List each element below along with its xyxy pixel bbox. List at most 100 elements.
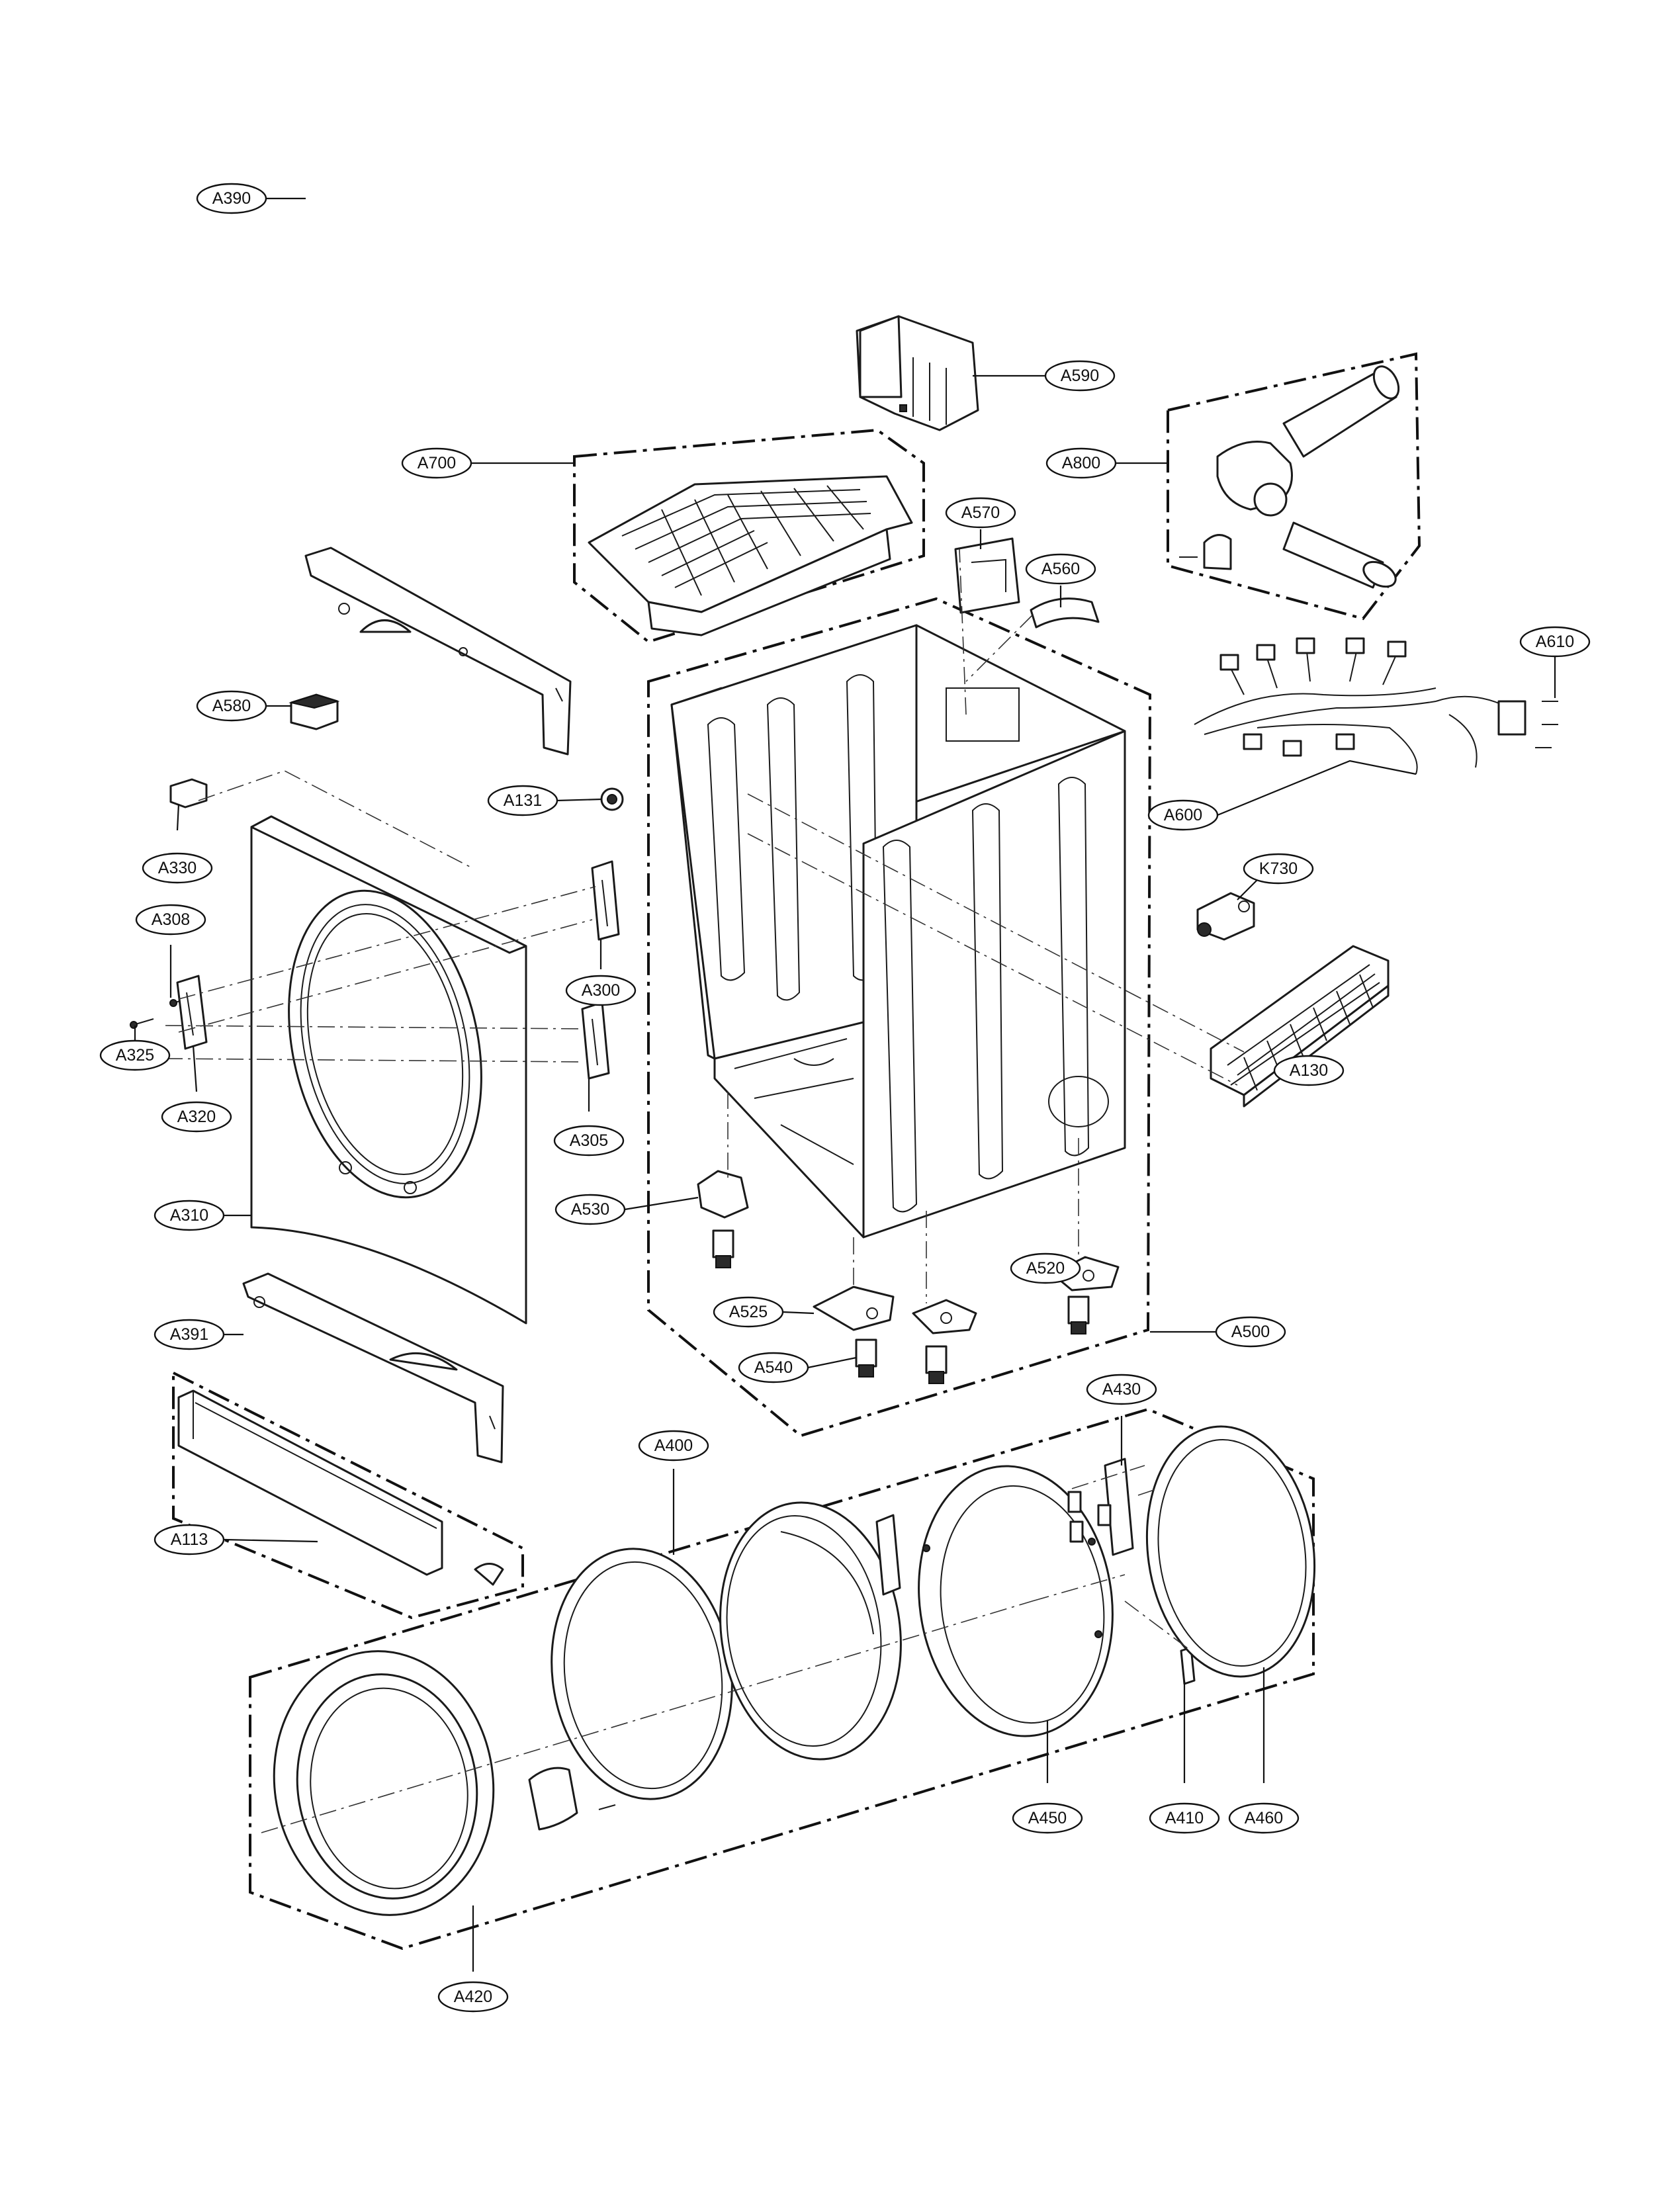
callout-a520: A520 bbox=[1010, 1252, 1081, 1284]
callout-oval bbox=[738, 1352, 809, 1383]
callout-oval bbox=[99, 1039, 171, 1071]
callout-label: A590 bbox=[1061, 367, 1099, 385]
callout-oval bbox=[1243, 853, 1314, 885]
callout-oval bbox=[945, 497, 1016, 529]
callout-label: A390 bbox=[212, 189, 251, 208]
a305-part bbox=[581, 1001, 610, 1080]
callout-a540: A540 bbox=[738, 1352, 809, 1383]
a525-part bbox=[813, 1286, 895, 1331]
callout-a420: A420 bbox=[437, 1981, 509, 2013]
callout-label: A330 bbox=[158, 859, 197, 877]
callout-label: A700 bbox=[418, 454, 456, 472]
a540-parts bbox=[855, 1299, 977, 1384]
callout-label: A540 bbox=[754, 1358, 793, 1377]
callout-a410: A410 bbox=[1149, 1802, 1220, 1834]
callout-a800: A800 bbox=[1045, 447, 1117, 479]
callout-label: K730 bbox=[1259, 859, 1298, 878]
callout-a560: A560 bbox=[1025, 553, 1096, 585]
callout-label: A410 bbox=[1165, 1809, 1204, 1827]
a330-part bbox=[169, 778, 208, 809]
callout-oval bbox=[1012, 1802, 1083, 1834]
leader-lines bbox=[134, 197, 1556, 1972]
callout-a400: A400 bbox=[638, 1430, 709, 1462]
callout-label: A308 bbox=[152, 910, 190, 929]
a325-screw bbox=[130, 1018, 154, 1029]
callout-oval bbox=[1519, 626, 1591, 658]
callout-oval bbox=[437, 1981, 509, 2013]
callout-label: A520 bbox=[1026, 1259, 1065, 1278]
k730-part bbox=[1196, 892, 1255, 941]
a500-part bbox=[670, 624, 1126, 1239]
callout-a450: A450 bbox=[1012, 1802, 1083, 1834]
callout-label: A320 bbox=[177, 1108, 216, 1126]
callout-oval bbox=[713, 1296, 784, 1328]
a530-part bbox=[697, 1170, 749, 1268]
a700-part bbox=[588, 475, 913, 636]
callout-oval bbox=[1228, 1802, 1300, 1834]
callout-a590: A590 bbox=[1044, 360, 1116, 392]
a300-part bbox=[591, 860, 620, 941]
callout-label: A570 bbox=[961, 503, 1000, 522]
callout-a113: A113 bbox=[154, 1524, 225, 1555]
callout-oval bbox=[142, 852, 213, 884]
callout-a570: A570 bbox=[945, 497, 1016, 529]
a560-part bbox=[1030, 597, 1100, 629]
a390-part bbox=[304, 547, 572, 756]
callout-label: A600 bbox=[1164, 806, 1202, 824]
callout-a610: A610 bbox=[1519, 626, 1591, 658]
callout-oval bbox=[1086, 1374, 1157, 1405]
a570-part bbox=[954, 537, 1020, 614]
callout-label: A310 bbox=[170, 1206, 208, 1225]
callout-label: A530 bbox=[571, 1200, 609, 1219]
callout-label: A400 bbox=[654, 1436, 693, 1455]
callout-label: A430 bbox=[1102, 1380, 1141, 1399]
callout-a330: A330 bbox=[142, 852, 213, 884]
a590-part bbox=[856, 315, 979, 431]
callout-label: A580 bbox=[212, 697, 251, 715]
callout-label: A500 bbox=[1231, 1323, 1270, 1341]
callout-label: A525 bbox=[729, 1303, 768, 1321]
a600-part bbox=[1194, 637, 1558, 775]
callout-oval bbox=[135, 904, 206, 936]
callout-label: A391 bbox=[170, 1325, 208, 1344]
callout-oval bbox=[1147, 799, 1219, 831]
callout-oval bbox=[638, 1430, 709, 1462]
callout-oval bbox=[161, 1101, 232, 1133]
a113-part bbox=[177, 1389, 504, 1586]
callout-a430: A430 bbox=[1086, 1374, 1157, 1405]
callout-oval bbox=[487, 785, 558, 816]
a400-part bbox=[273, 1425, 1316, 1916]
callout-oval bbox=[196, 690, 267, 722]
callout-oval bbox=[154, 1319, 225, 1350]
callout-a320: A320 bbox=[161, 1101, 232, 1133]
callout-oval bbox=[1149, 1802, 1220, 1834]
callout-label: A460 bbox=[1245, 1809, 1283, 1827]
callout-a700: A700 bbox=[401, 447, 472, 479]
callout-a308: A308 bbox=[135, 904, 206, 936]
callout-a500: A500 bbox=[1215, 1316, 1286, 1348]
callout-label: A560 bbox=[1041, 560, 1080, 578]
callout-label: A300 bbox=[582, 981, 620, 1000]
group-boundary-a400 bbox=[249, 1407, 1315, 1950]
callout-a300: A300 bbox=[565, 975, 637, 1006]
callout-label: A325 bbox=[116, 1046, 154, 1065]
callout-label: A130 bbox=[1290, 1061, 1328, 1080]
a391-part bbox=[242, 1272, 504, 1464]
callout-oval bbox=[154, 1524, 225, 1555]
callout-oval bbox=[401, 447, 472, 479]
group-boundary-a700 bbox=[573, 428, 925, 644]
callout-a130: A130 bbox=[1273, 1055, 1345, 1086]
a131-part bbox=[600, 787, 624, 811]
callout-oval bbox=[1044, 360, 1116, 392]
group-boundary-a113 bbox=[172, 1370, 524, 1620]
callout-oval bbox=[1025, 553, 1096, 585]
callout-label: A113 bbox=[171, 1530, 208, 1549]
a580-part bbox=[288, 693, 340, 730]
group-boundary-a500 bbox=[647, 597, 1152, 1438]
callout-oval bbox=[1010, 1252, 1081, 1284]
a320-part bbox=[176, 975, 208, 1050]
callout-oval bbox=[554, 1194, 626, 1225]
callout-oval bbox=[154, 1200, 225, 1231]
callout-a390: A390 bbox=[196, 183, 267, 214]
